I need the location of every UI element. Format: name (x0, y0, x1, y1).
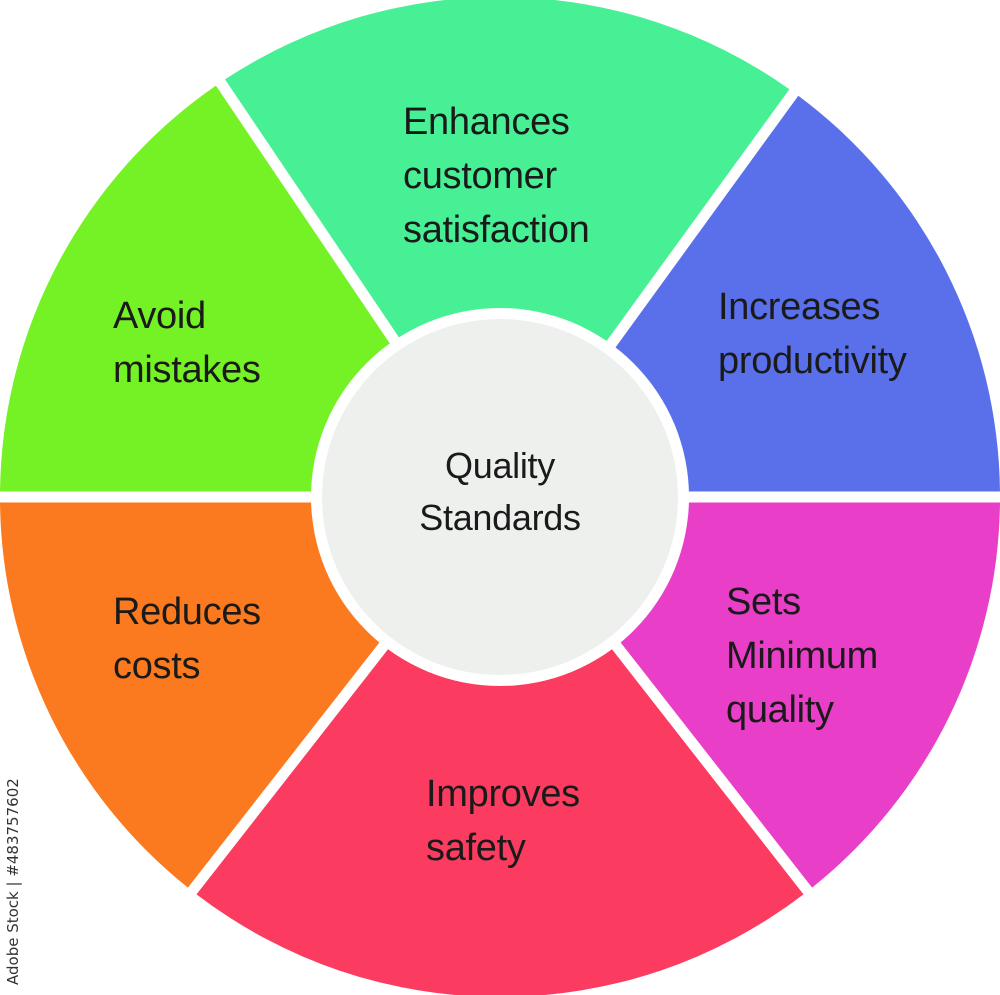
segment-label-upper-right: Increases productivity (718, 280, 907, 388)
segment-label-lower-left: Reduces costs (113, 585, 261, 693)
segment-label-lower-left-line-2: costs (113, 645, 201, 687)
segment-lower-right (589, 502, 1000, 888)
segment-label-upper-left-line-1: Avoid (113, 295, 206, 337)
center-label-line-2: Standards (419, 497, 581, 538)
segment-label-upper-right-line-2: productivity (718, 340, 907, 382)
segment-label-bottom-line-1: Improves (426, 773, 580, 815)
segment-label-top-line-1: Enhances (403, 101, 570, 143)
segment-upper-left (0, 85, 419, 492)
segment-lower-left (0, 502, 411, 888)
segment-bottom (196, 609, 804, 995)
segment-label-bottom: Improves safety (426, 767, 580, 875)
segment-label-lower-left-line-1: Reduces (113, 591, 261, 633)
segment-label-top-line-3: satisfaction (403, 209, 590, 251)
center-label-line-1: Quality (445, 445, 555, 486)
segment-label-upper-left: Avoid mistakes (113, 289, 261, 397)
segment-label-top-line-2: customer (403, 155, 557, 197)
segment-label-upper-left-line-2: mistakes (113, 349, 261, 391)
stock-id-watermark: Adobe Stock | #483757602 (4, 778, 22, 985)
segment-label-lower-right-line-2: Minimum (726, 635, 879, 677)
segment-upper-right (585, 95, 1000, 492)
segment-label-lower-right: Sets Minimum quality (726, 575, 878, 737)
segment-top (225, 0, 790, 383)
center-label: Quality Standards (360, 440, 640, 544)
segment-label-top: Enhances customer satisfaction (403, 95, 590, 257)
segment-label-lower-right-line-1: Sets (726, 581, 801, 623)
segment-label-bottom-line-2: safety (426, 827, 526, 869)
segment-label-upper-right-line-1: Increases (718, 286, 881, 328)
center-hub (322, 319, 678, 675)
segment-label-lower-right-line-3: quality (726, 689, 834, 731)
